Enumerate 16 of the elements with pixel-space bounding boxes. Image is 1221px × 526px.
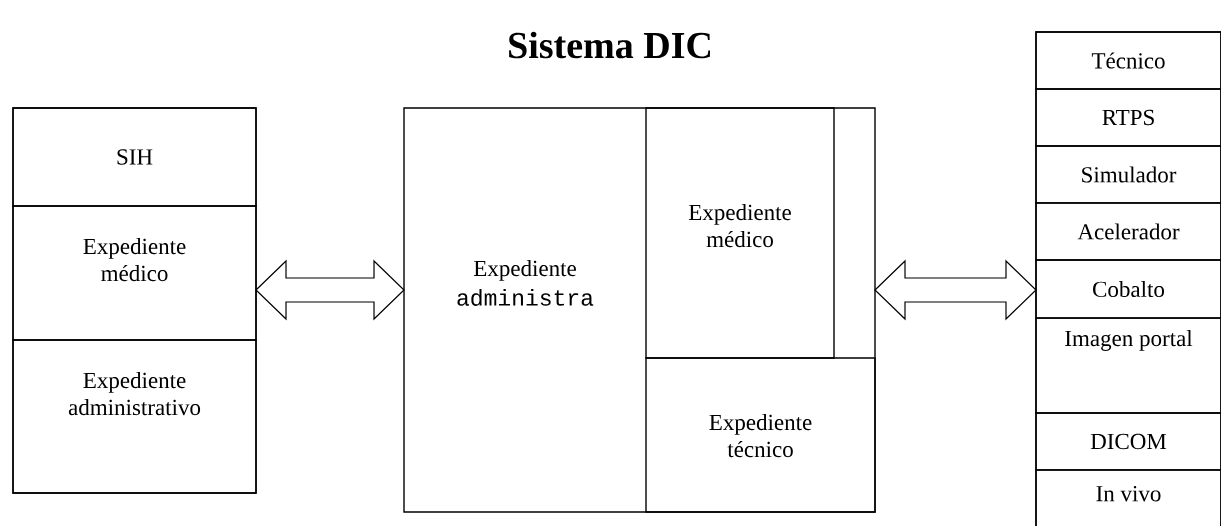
stack-cell: RTPS [1035,88,1221,147]
stack-cell: Expediente administrativo [12,339,257,494]
double-arrow [255,259,405,321]
double-arrow [874,259,1037,321]
stack-cell: Acelerador [1035,202,1221,261]
stack-cell: Cobalto [1035,259,1221,319]
stack-cell: Expediente médico [12,205,257,341]
stack-cell: Imagen portal [1035,317,1221,414]
stack-cell: SIH [12,107,257,207]
sub-module-box: Expediente médico [645,107,835,359]
title: Sistema DIC [509,31,710,59]
stack-cell: DICOM [1035,412,1221,471]
sub-module-box: Expediente técnico [645,357,876,513]
stack-cell: Simulador [1035,145,1221,204]
stack-cell: In vivo [1035,469,1221,526]
stack-cell: Técnico [1035,31,1221,90]
